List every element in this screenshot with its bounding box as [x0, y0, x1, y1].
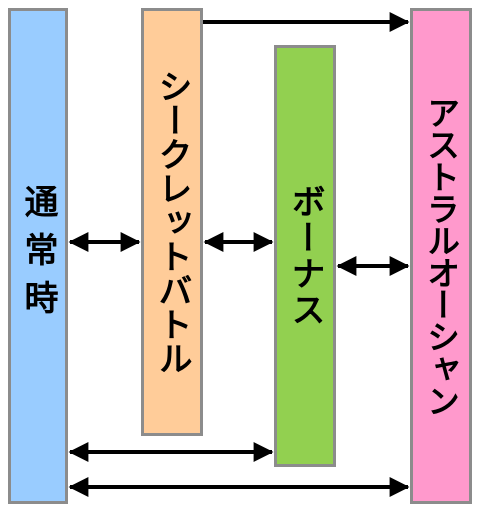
state-label-astral-ocean: アストラルオーシャン — [421, 96, 461, 416]
state-label-normal: 通常時 — [18, 184, 58, 328]
state-box-astral-ocean: アストラルオーシャン — [410, 8, 472, 504]
state-label-bonus: ボーナス — [285, 184, 325, 328]
state-box-secret-battle: シークレットバトル — [141, 8, 203, 436]
state-box-normal: 通常時 — [8, 8, 68, 504]
state-label-secret-battle: シークレットバトル — [152, 69, 192, 375]
state-box-bonus: ボーナス — [274, 45, 336, 467]
